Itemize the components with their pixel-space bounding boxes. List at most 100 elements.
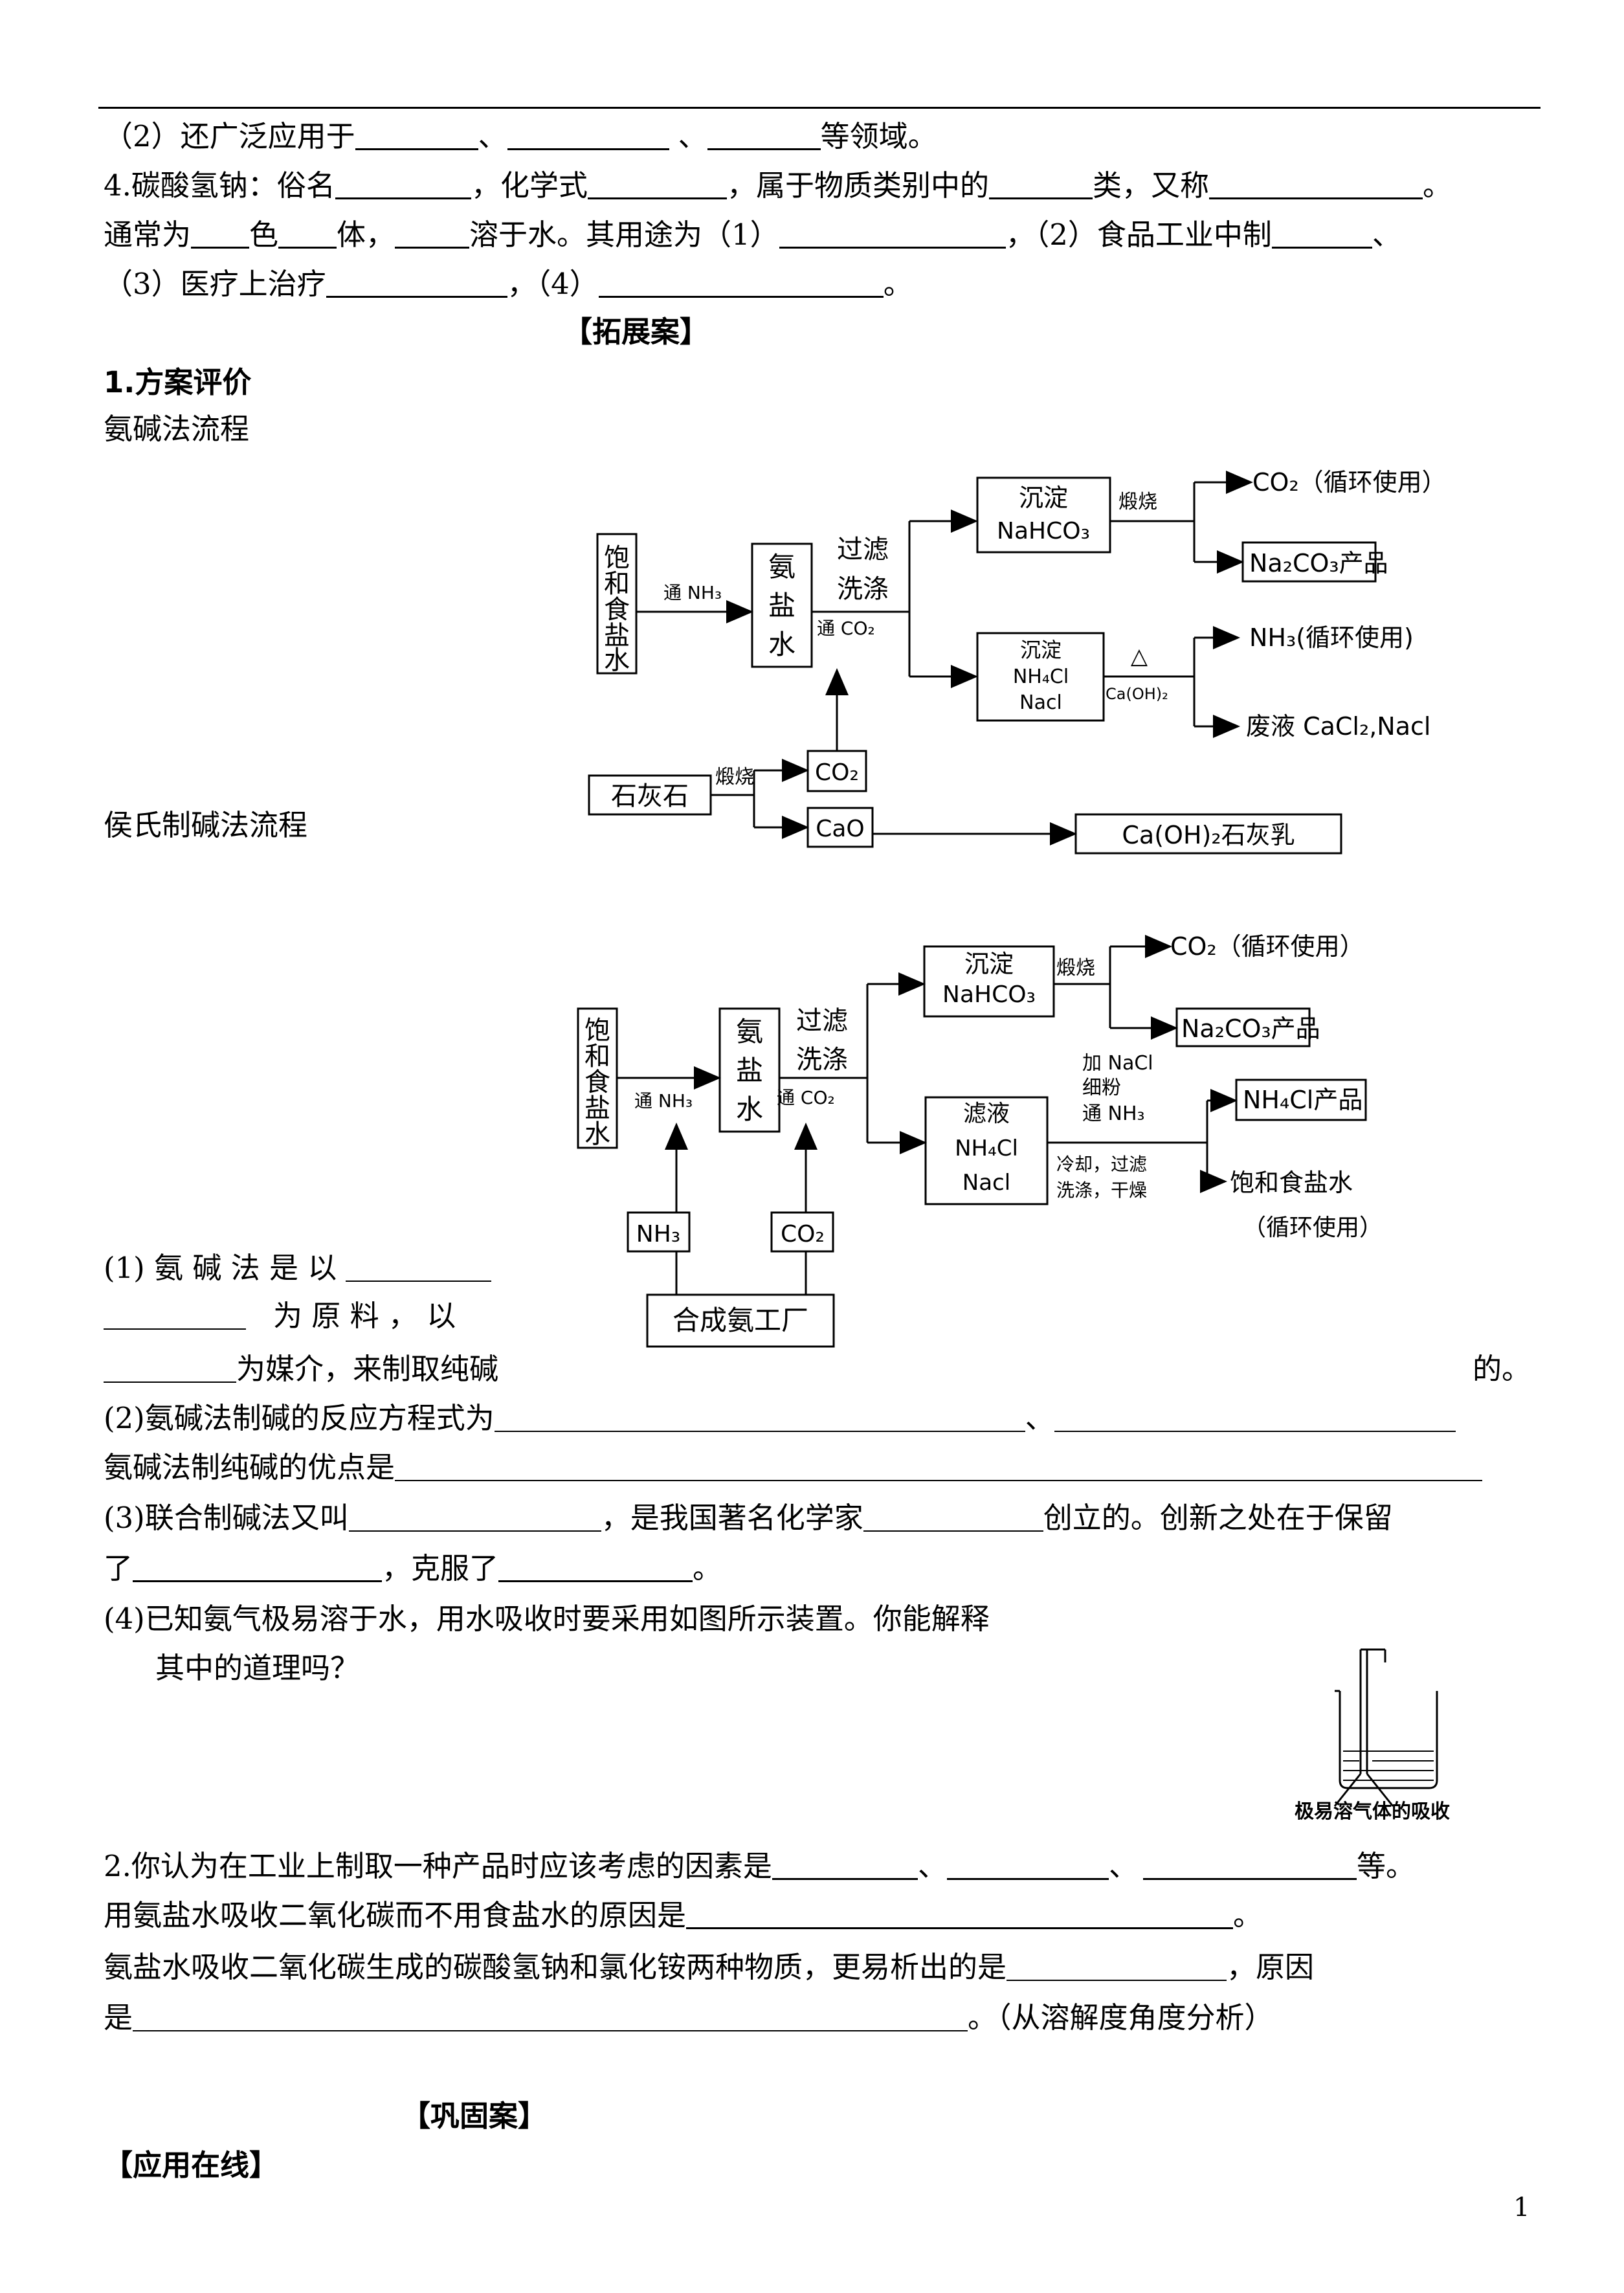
calcine-label: 煅烧 [1118, 491, 1157, 513]
absorption-apparatus [1333, 1648, 1438, 1807]
hou-flow-diagram: 饱 和 食 盐 水 通 NH₃ 氨 盐 水 过滤 洗涤 通 CO₂ 沉淀 NaH… [577, 932, 1383, 1348]
q2e-text: 。（从溶解度角度分析） [968, 2000, 1274, 2035]
co2-box-label: CO₂ [815, 759, 859, 786]
p2b-text: 氨碱法制纯碱的优点是 [104, 1450, 395, 1484]
co2-out-label: CO₂（循环使用） [1170, 932, 1364, 961]
blank[interactable] [707, 122, 821, 150]
blank[interactable] [1054, 1411, 1456, 1432]
blank[interactable] [946, 1852, 1109, 1880]
brine-char: 水 [604, 645, 630, 675]
p1-line3: 为媒介，来制取纯碱 [104, 1354, 498, 1383]
q2b-text: 、 [1108, 1849, 1138, 1883]
blank[interactable] [498, 1554, 693, 1582]
blank[interactable] [346, 1261, 492, 1282]
q2-text-d: 等领域。 [820, 119, 937, 153]
pass-nh3-label: 通 NH₃ [1082, 1102, 1145, 1125]
na2co3-label: Na₂CO₃产品 [1249, 549, 1388, 577]
blank[interactable] [133, 1554, 383, 1582]
q2e-line: 是 。（从溶解度角度分析） [104, 2003, 1274, 2032]
milk-label: Ca(OH)₂石灰乳 [1122, 821, 1295, 849]
nacl-label: Nacl [962, 1170, 1010, 1196]
blank[interactable] [133, 2011, 968, 2031]
blank[interactable] [507, 122, 669, 150]
blank[interactable] [1007, 1960, 1227, 1981]
blank[interactable] [598, 270, 884, 298]
brine-out-label: 饱和食盐水 [1230, 1169, 1353, 1197]
blank[interactable] [1142, 1852, 1357, 1880]
blank[interactable] [191, 221, 250, 249]
ammoniated-char: 氨 [736, 1016, 763, 1047]
cao-box-label: CaO [816, 816, 865, 842]
recycle-label: （循环使用） [1243, 1214, 1383, 1241]
blank[interactable] [988, 172, 1093, 199]
co2-box-label: CO₂ [781, 1221, 825, 1247]
ammoniated-char: 水 [736, 1093, 763, 1125]
p3-text: (3)联合制碱法又叫 [104, 1501, 349, 1535]
q2d-text: 氨盐水吸收二氧化碳生成的碳酸氢钠和氯化铵两种物质，更易析出的是 [104, 1950, 1007, 1984]
q4-text: 类，又称 [1092, 168, 1209, 203]
plant-box [646, 1293, 835, 1348]
blank[interactable] [772, 1852, 918, 1880]
q4-text: 、 [1372, 218, 1401, 252]
calcine-label: 煅烧 [1056, 957, 1095, 979]
blank[interactable] [355, 122, 478, 150]
blank[interactable] [335, 172, 471, 199]
wash-label: 洗涤 [837, 574, 889, 604]
limestone-label: 石灰石 [611, 781, 689, 811]
beaker-icon [1339, 1691, 1438, 1789]
brine-char: 饱 [584, 1016, 610, 1046]
blank[interactable] [686, 1901, 1234, 1929]
q4-text: 。 [1422, 168, 1452, 203]
blank[interactable] [104, 1362, 236, 1383]
brine-char: 和 [604, 569, 630, 599]
q4-line2: 通常为色体，溶于水。其用途为（1），（2）食品工业中制、 [104, 220, 1401, 249]
blank[interactable] [278, 221, 337, 249]
blank[interactable] [494, 1411, 1025, 1432]
brine-char: 食 [604, 595, 630, 625]
blank[interactable] [863, 1511, 1043, 1532]
blank[interactable] [348, 1511, 601, 1532]
blank[interactable] [326, 270, 507, 298]
waste-label: 废液 CaCl₂,Nacl [1246, 712, 1430, 741]
heat-symbol: △ [1131, 643, 1148, 669]
q2e-text: 是 [104, 2000, 133, 2035]
q4-text: 色 [249, 218, 279, 252]
filter-label: 过滤 [796, 1006, 848, 1036]
blank[interactable] [395, 221, 470, 249]
blank[interactable] [1208, 172, 1423, 199]
ammoniated-char: 盐 [768, 590, 795, 621]
q2-text-a: （2）还广泛应用于 [104, 119, 355, 153]
blank[interactable] [395, 1460, 1483, 1481]
page-number: 1 [1513, 2193, 1530, 2222]
q2c-text: 。 [1233, 1898, 1263, 1932]
header-rule [98, 107, 1541, 109]
s1-title: 1.方案评价 [104, 365, 252, 399]
blank[interactable] [1271, 221, 1372, 249]
blank[interactable] [587, 172, 727, 199]
p1-line2: 为 原 料 ， 以 [104, 1301, 456, 1330]
p3-line1: (3)联合制碱法又叫，是我国著名化学家创立的。创新之处在于保留 [104, 1503, 1393, 1532]
fine-powder-label: 细粉 [1082, 1077, 1121, 1099]
blank[interactable] [104, 1309, 246, 1330]
q4-text: 通常为 [104, 218, 192, 252]
nh3-box [627, 1211, 691, 1253]
brine-char: 盐 [584, 1093, 610, 1123]
blank[interactable] [779, 221, 1006, 249]
p1-line1: (1) 氨 碱 法 是 以 [104, 1253, 492, 1282]
nh3-in-label: 通 NH₃ [634, 1090, 693, 1112]
ammoniated-char: 盐 [736, 1055, 763, 1086]
p2b-line: 氨碱法制纯碱的优点是 [104, 1450, 1483, 1484]
p3-line2: 了，克服了。 [104, 1554, 722, 1583]
q4-text: ，（4） [507, 267, 599, 301]
q2b-text: 2.你认为在工业上制取一种产品时应该考虑的因素是 [104, 1849, 772, 1883]
q2c-line: 用氨盐水吸收二氧化碳而不用食盐水的原因是。 [104, 1901, 1262, 1930]
ppt-label: 沉淀 [964, 950, 1014, 978]
hou-title: 侯氏制碱法流程 [104, 808, 308, 842]
q2b-text: 、 [917, 1849, 947, 1883]
q4-text: 体， [337, 218, 395, 252]
q4-text: ，（2）食品工业中制 [1005, 218, 1272, 252]
absorption-caption: 极易溶气体的吸收 [1295, 1800, 1450, 1823]
p4-line2: 其中的道理吗？ [155, 1651, 360, 1685]
na2co3-label: Na₂CO₃产品 [1181, 1014, 1320, 1043]
q2d-line: 氨盐水吸收二氧化碳生成的碳酸氢钠和氯化铵两种物质，更易析出的是，原因 [104, 1952, 1314, 1982]
